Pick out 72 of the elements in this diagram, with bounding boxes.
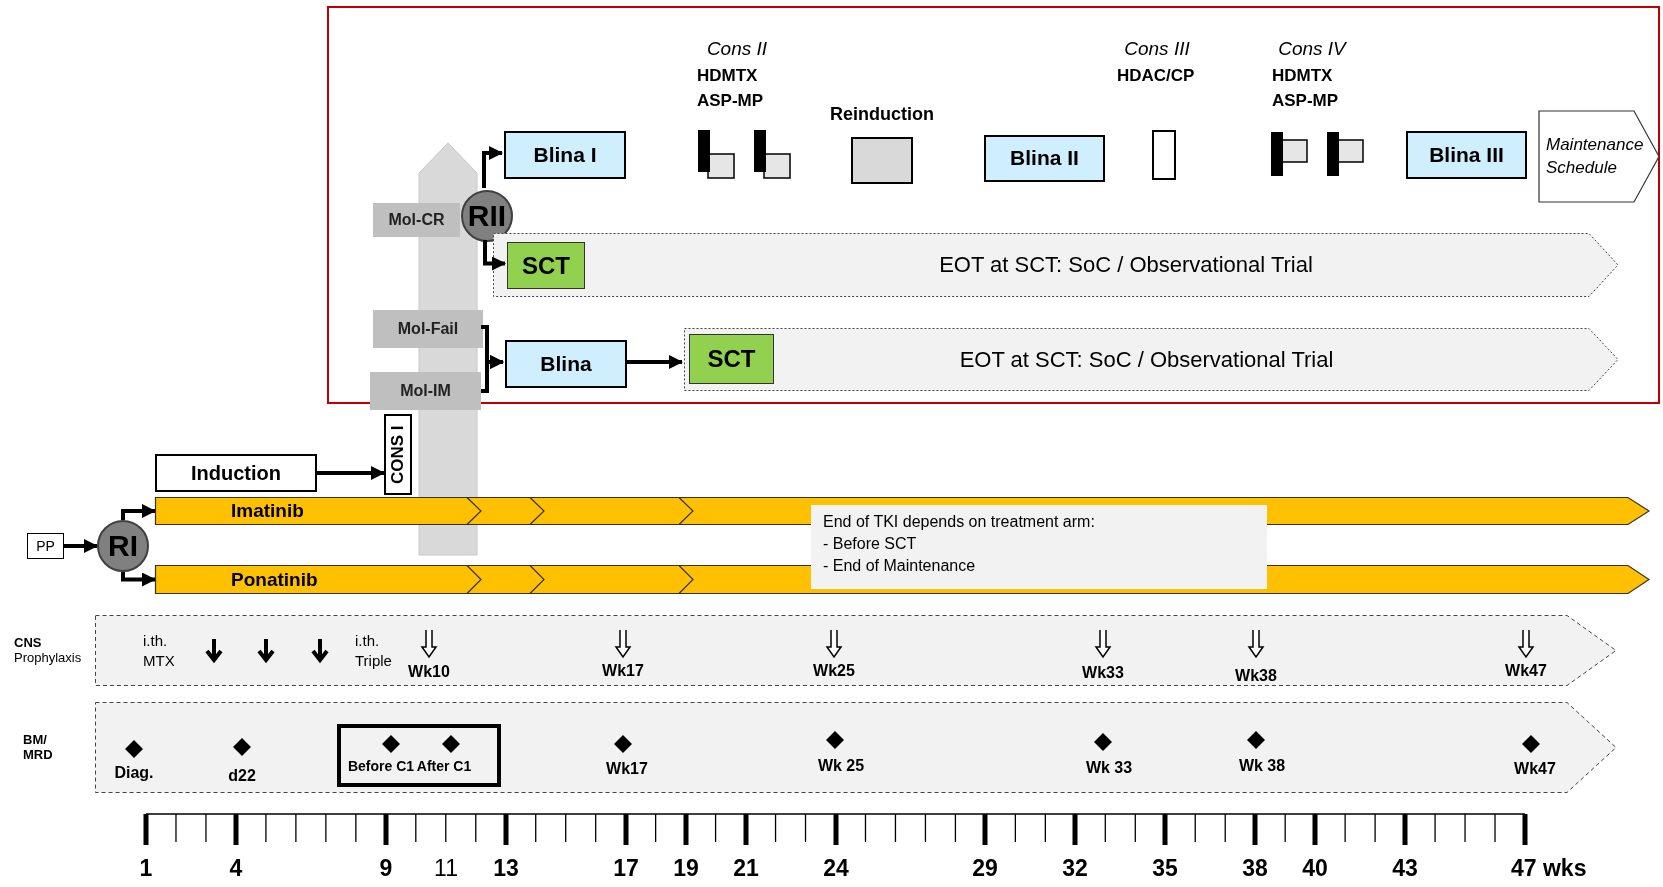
phase-band bbox=[493, 233, 1619, 297]
arrow bbox=[625, 355, 683, 369]
cycle-heading: Cons II bbox=[705, 38, 769, 60]
time-point-label: Wk17 bbox=[606, 760, 648, 778]
week-number: 19 bbox=[673, 854, 699, 882]
time-point-label: Wk33 bbox=[1082, 664, 1124, 682]
arrow bbox=[317, 466, 385, 480]
time-point-label: Wk 38 bbox=[1238, 757, 1286, 775]
highlight-frame bbox=[327, 6, 1660, 404]
arrow bbox=[121, 504, 156, 520]
drug-label: HDAC/CP bbox=[1117, 65, 1196, 87]
note-box bbox=[811, 505, 1267, 589]
week-number: 11 bbox=[434, 854, 458, 882]
block-heading: Reinduction bbox=[829, 104, 935, 125]
time-point-label: Wk10 bbox=[408, 663, 450, 681]
note-line: - Before SCT bbox=[823, 534, 918, 554]
row-heading: CNS Prophylaxis bbox=[14, 634, 83, 667]
phase-box: Induction bbox=[155, 454, 317, 492]
week-number: 9 bbox=[379, 854, 393, 882]
week-number: 40 bbox=[1302, 854, 1328, 882]
time-point-label: Wk17 bbox=[602, 662, 644, 680]
drug-label: HDMTX ASP-MP bbox=[1272, 65, 1340, 112]
arrow bbox=[483, 240, 506, 271]
time-point-label: Wk47 bbox=[1514, 760, 1556, 778]
randomization-circle: RI bbox=[97, 520, 149, 572]
treatment-box: Blina III bbox=[1406, 131, 1527, 179]
response-tag: Mol-IM bbox=[370, 372, 481, 410]
phase-band bbox=[684, 328, 1619, 391]
response-tag: Mol-CR bbox=[373, 203, 460, 237]
phase-box: CONS I bbox=[384, 414, 412, 495]
dose-label: i.th. MTX bbox=[143, 630, 176, 671]
transplant-box: SCT bbox=[689, 334, 774, 384]
time-point-label: Before C1 bbox=[347, 758, 415, 774]
transplant-box: SCT bbox=[507, 242, 585, 289]
week-number: 38 bbox=[1242, 854, 1268, 882]
band-label: EOT at SCT: SoC / Observational Trial bbox=[958, 346, 1335, 373]
week-number: 35 bbox=[1152, 854, 1178, 882]
week-number: 17 bbox=[613, 854, 639, 882]
cycle-heading: Cons IV bbox=[1277, 38, 1348, 60]
treatment-box: Blina I bbox=[504, 131, 626, 179]
time-point-label: Wk47 bbox=[1505, 662, 1547, 680]
week-number: 29 bbox=[972, 854, 998, 882]
start-box: PP bbox=[27, 533, 64, 559]
treatment-box: Blina II bbox=[984, 135, 1105, 182]
highlight-box bbox=[337, 724, 501, 787]
arrow bbox=[481, 355, 504, 393]
week-number: 1 bbox=[139, 854, 153, 882]
time-point-label: Wk38 bbox=[1235, 667, 1277, 685]
band-label: EOT at SCT: SoC / Observational Trial bbox=[938, 252, 1314, 278]
time-point-label: d22 bbox=[228, 767, 256, 785]
row-heading: BM/ MRD bbox=[23, 731, 54, 764]
time-point-label: Wk25 bbox=[813, 662, 855, 680]
cycle-heading: Cons III bbox=[1123, 38, 1191, 60]
time-point-label: After C1 bbox=[416, 758, 472, 774]
dose-label: i.th. Triple bbox=[355, 630, 393, 671]
week-number: 47 wks bbox=[1511, 854, 1587, 882]
treatment-box: Blina bbox=[505, 340, 627, 388]
arrow bbox=[121, 572, 156, 587]
time-point-label: Diag. bbox=[114, 764, 154, 782]
time-point-label: Wk 25 bbox=[817, 757, 865, 775]
week-number: 4 bbox=[229, 854, 243, 882]
week-number: 21 bbox=[733, 854, 759, 882]
schedule-arrow: Maintenance Schedule bbox=[1538, 110, 1660, 203]
week-number: 43 bbox=[1392, 854, 1418, 882]
arrow bbox=[482, 146, 503, 188]
week-number: 13 bbox=[493, 854, 519, 882]
drug-label: HDMTX ASP-MP bbox=[697, 65, 765, 112]
week-number: 32 bbox=[1062, 854, 1088, 882]
response-tag: Mol-Fail bbox=[373, 310, 483, 348]
arrow bbox=[64, 539, 98, 553]
week-number: 24 bbox=[823, 854, 849, 882]
time-point-label: Wk 33 bbox=[1085, 759, 1133, 777]
